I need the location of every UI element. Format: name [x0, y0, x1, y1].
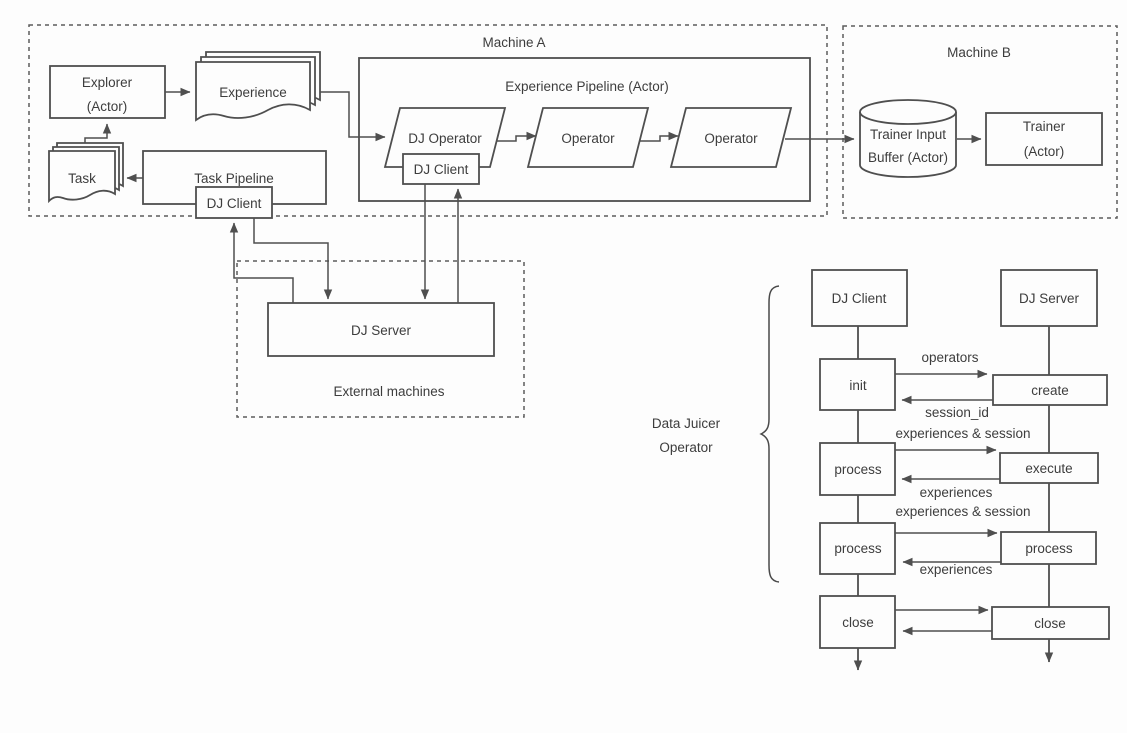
explorer-node: [49, 65, 166, 119]
seq-process2-box: [819, 522, 896, 575]
machine-a-box: [28, 24, 828, 217]
seq-process2-label: process: [834, 541, 882, 556]
seq-create-box: [992, 374, 1108, 406]
seq-dj-client-header-label: DJ Client: [832, 291, 887, 306]
dj-server-label: DJ Server: [351, 323, 412, 338]
seq-close-server-label: close: [1034, 616, 1066, 631]
msg-session-id-label: session_id: [925, 405, 989, 420]
machine-b-label: Machine B: [947, 45, 1011, 60]
seq-process1-label: process: [834, 462, 882, 477]
seq-init-label: init: [849, 378, 867, 393]
operator-label-3: Operator: [704, 131, 758, 146]
msg-exp-session1-label: experiences & session: [895, 426, 1030, 441]
seq-close-client-label: close: [842, 615, 874, 630]
explorer-label-line2: (Actor): [87, 99, 128, 114]
machine-b-box: [842, 25, 1118, 219]
data-juicer-brace: [759, 285, 780, 583]
msg-operators-label: operators: [921, 350, 978, 365]
operator-label-2: Operator: [561, 131, 615, 146]
arrow-experience-to-dj-operator: [316, 91, 386, 142]
msg-experiences1-label: experiences: [920, 485, 993, 500]
trainer-label-line2: (Actor): [1024, 144, 1065, 159]
dj-operator-node: [383, 107, 507, 168]
trainer-buffer-lid: [859, 111, 957, 125]
operator-node-3: [669, 107, 793, 168]
trainer-buffer-body: [859, 99, 957, 178]
seq-dj-server-header-label: DJ Server: [1019, 291, 1080, 306]
experience-sheet-front: [195, 61, 311, 122]
seq-close-server-box: [991, 606, 1110, 640]
seq-init-box: [819, 358, 896, 411]
arrow-dj-server-to-task-client: [229, 222, 294, 303]
data-juicer-label-line2: Operator: [659, 440, 713, 455]
trainer-buffer-node: Trainer Input Buffer (Actor): [859, 99, 957, 178]
arrow-dj-operator-to-operator: [497, 131, 537, 142]
dj-operator-label: DJ Operator: [408, 131, 482, 146]
machine-a-label: Machine A: [482, 35, 545, 50]
explorer-label-line1: Explorer: [82, 75, 133, 90]
data-juicer-label-line1: Data Juicer: [652, 416, 721, 431]
seq-execute-label: execute: [1025, 461, 1072, 476]
seq-process-server-label: process: [1025, 541, 1073, 556]
operator-node-2: [526, 107, 650, 168]
pipeline-dj-client-node: [402, 153, 480, 185]
dj-server-node: [267, 302, 495, 357]
pipeline-dj-client-label: DJ Client: [414, 162, 469, 177]
msg-exp-session2-label: experiences & session: [895, 504, 1030, 519]
seq-execute-box: [999, 452, 1099, 484]
experience-pipeline-box: [358, 57, 811, 202]
task-dj-client-label: DJ Client: [207, 196, 262, 211]
experience-pipeline-label: Experience Pipeline (Actor): [505, 79, 669, 94]
trainer-label-line1: Trainer: [1023, 119, 1066, 134]
seq-process-server-box: [1000, 531, 1097, 565]
arrow-operator-to-operator: [640, 131, 679, 142]
seq-dj-client-header: [811, 269, 908, 327]
trainer-buffer-label-line1: Trainer Input: [870, 127, 946, 142]
external-machines-box: [236, 260, 525, 418]
trainer-buffer-label-line2: Buffer (Actor): [868, 150, 948, 165]
seq-create-label: create: [1031, 383, 1069, 398]
msg-experiences2-label: experiences: [920, 562, 993, 577]
experience-node: Experience: [195, 51, 321, 122]
arrow-task-client-to-dj-server: [253, 218, 333, 300]
task-sheet-front: [48, 150, 116, 204]
external-machines-label: External machines: [333, 384, 444, 399]
experience-label: Experience: [219, 85, 287, 100]
task-label: Task: [68, 171, 96, 186]
task-node: Task: [48, 142, 124, 204]
trainer-node: [985, 112, 1103, 166]
seq-dj-server-header: [1000, 269, 1098, 327]
seq-close-client-box: [819, 595, 896, 649]
seq-process1-box: [819, 442, 896, 496]
task-pipeline-label: Task Pipeline: [194, 171, 274, 186]
task-dj-client-node: [195, 186, 273, 219]
